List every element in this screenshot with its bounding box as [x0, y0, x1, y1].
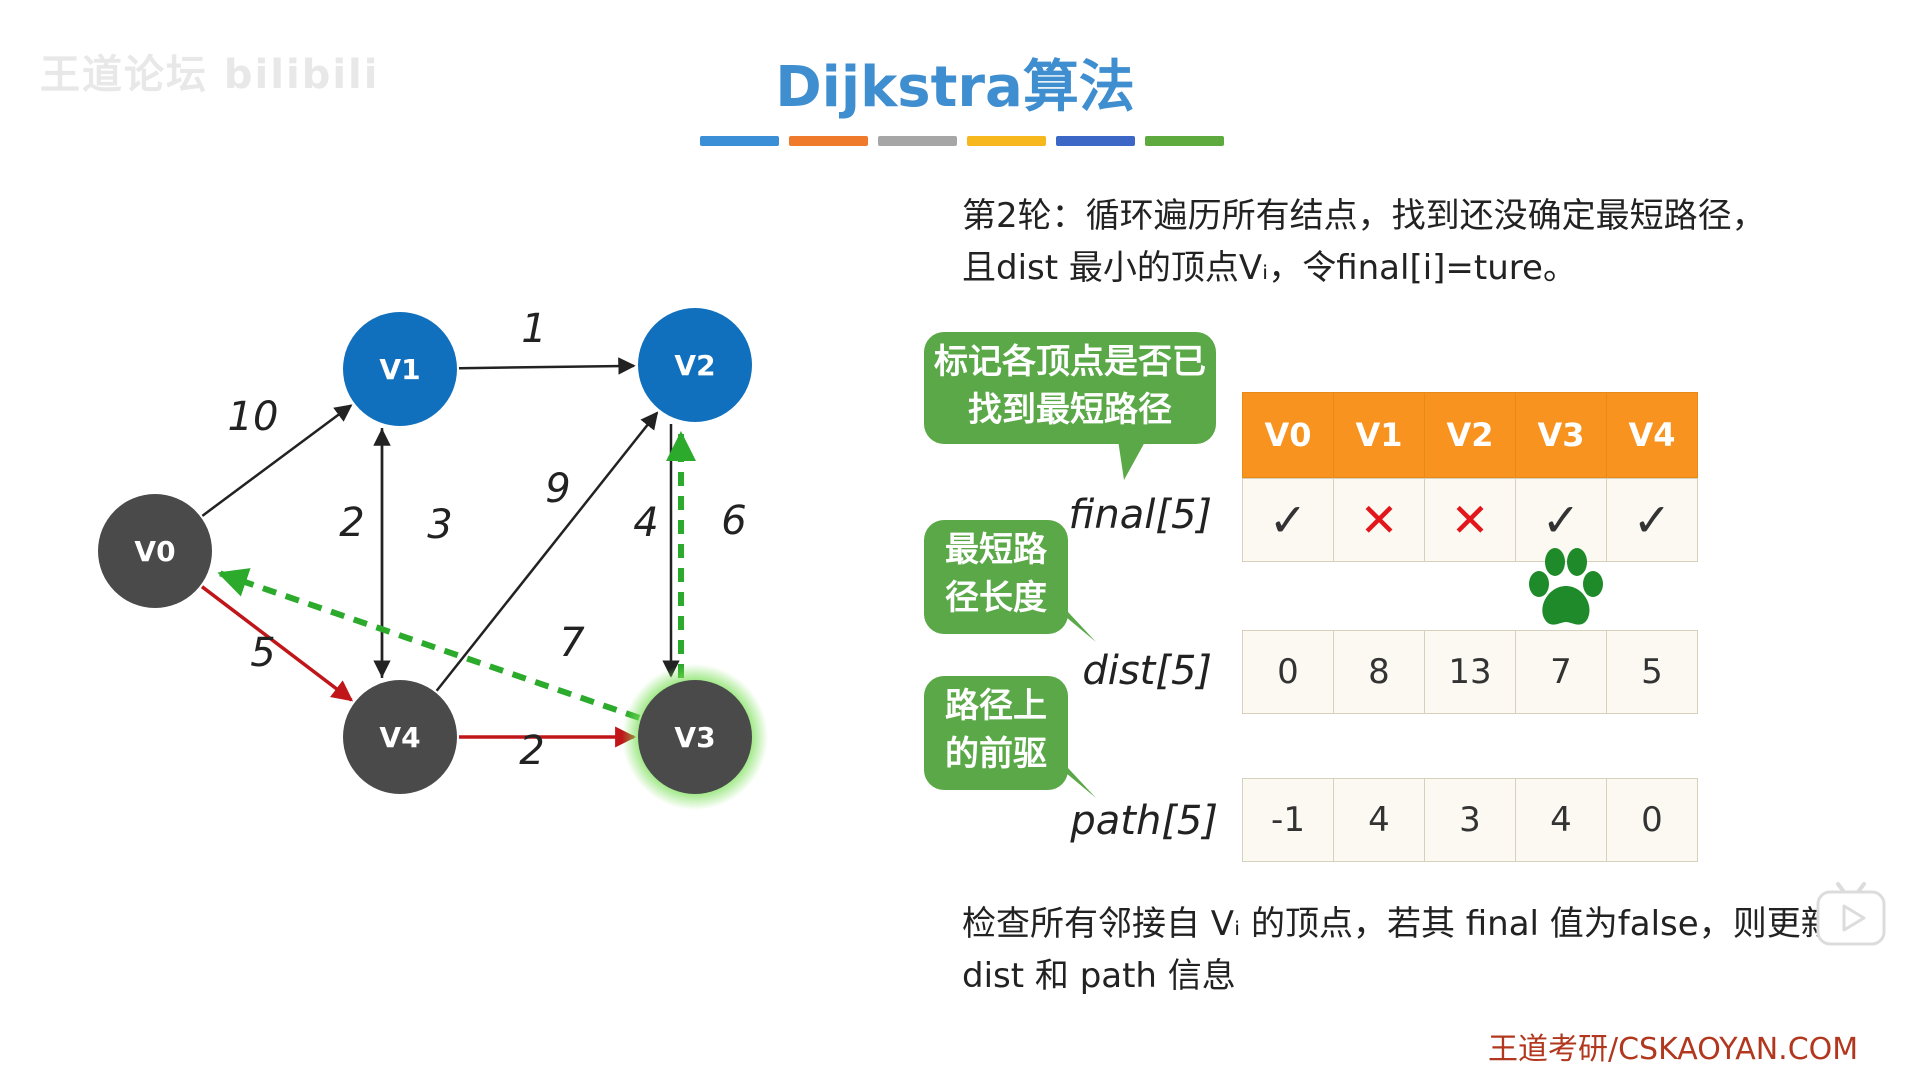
node-label: V2: [674, 349, 715, 382]
node-label: V3: [674, 721, 715, 754]
path-bubble-tail: [1060, 768, 1100, 802]
color-bar-segment: [878, 136, 957, 146]
edge-weight-label: 6: [721, 498, 746, 544]
header-cell: V0: [1243, 393, 1334, 478]
node-label: V4: [379, 721, 420, 754]
color-bar-segment: [1145, 136, 1224, 146]
node-label: V0: [134, 535, 175, 568]
edge-weight-label: 2: [339, 500, 364, 546]
final-array: ✓ ✕ ✕ ✓ ✓: [1242, 478, 1698, 562]
path-cell: 0: [1607, 779, 1698, 862]
color-bar-segment: [1056, 136, 1135, 146]
final-array-label: final[5]: [1012, 492, 1212, 538]
final-cell: ✓: [1607, 479, 1698, 562]
node-label: V1: [379, 353, 420, 386]
edge-v0-v4: [202, 587, 351, 700]
edge-weight-label: 10: [228, 394, 279, 440]
header-cell: V3: [1516, 393, 1607, 478]
path-cell: 4: [1334, 779, 1425, 862]
round-description: 第2轮：循环遍历所有结点，找到还没确定最短路径，且dist 最小的顶点Vᵢ，令f…: [962, 190, 1782, 294]
path-array-label: path[5]: [1018, 798, 1218, 844]
edge-v1-v2: [459, 366, 634, 368]
edge-weight-label: 1: [521, 306, 546, 352]
edge-weight-label: 9: [545, 466, 570, 512]
vertex-header-row: V0 V1 V2 V3 V4: [1242, 392, 1698, 478]
dist-cell: 5: [1607, 631, 1698, 714]
final-bubble-tail: [1118, 440, 1148, 484]
edge-weight-label: 2: [519, 728, 544, 774]
dist-bubble-tail: [1060, 612, 1100, 646]
paw-icon: [1524, 544, 1608, 630]
path-cell: 3: [1425, 779, 1516, 862]
dist-cell: 8: [1334, 631, 1425, 714]
play-icon[interactable]: [1814, 872, 1888, 948]
cross-icon: ✕: [1360, 493, 1399, 547]
check-icon: ✓: [1633, 493, 1672, 547]
final-cell: ✓: [1243, 479, 1334, 562]
color-bar-segment: [967, 136, 1046, 146]
check-icon: ✓: [1269, 493, 1308, 547]
header-cell: V2: [1425, 393, 1516, 478]
dist-cell: 0: [1243, 631, 1334, 714]
edge-weight-label: 7: [559, 620, 585, 666]
footer-brand: 王道考研/CSKAOYAN.COM: [1488, 1024, 1858, 1068]
edge-weight-label: 5: [250, 630, 275, 676]
header-cell: V1: [1334, 393, 1425, 478]
final-explanation-bubble: 标记各顶点是否已找到最短路径: [924, 332, 1216, 444]
edge-weight-label: 3: [427, 502, 452, 548]
check-icon: ✓: [1542, 493, 1581, 547]
final-cell: ✕: [1425, 479, 1516, 562]
path-cell: 4: [1516, 779, 1607, 862]
edge-weight-label: 4: [633, 500, 658, 546]
update-description: 检查所有邻接自 Vᵢ 的顶点，若其 final 值为false，则更新 dist…: [962, 898, 1842, 1002]
dist-cell: 7: [1516, 631, 1607, 714]
path-cell: -1: [1243, 779, 1334, 862]
dist-array-label: dist[5]: [1012, 648, 1212, 694]
cross-icon: ✕: [1451, 493, 1490, 547]
edge-v4-v2: [437, 413, 657, 691]
header-cell: V4: [1607, 393, 1698, 478]
final-cell: ✕: [1334, 479, 1425, 562]
dist-array: 0 8 13 7 5: [1242, 630, 1698, 714]
dist-cell: 13: [1425, 631, 1516, 714]
path-array: -1 4 3 4 0: [1242, 778, 1698, 862]
